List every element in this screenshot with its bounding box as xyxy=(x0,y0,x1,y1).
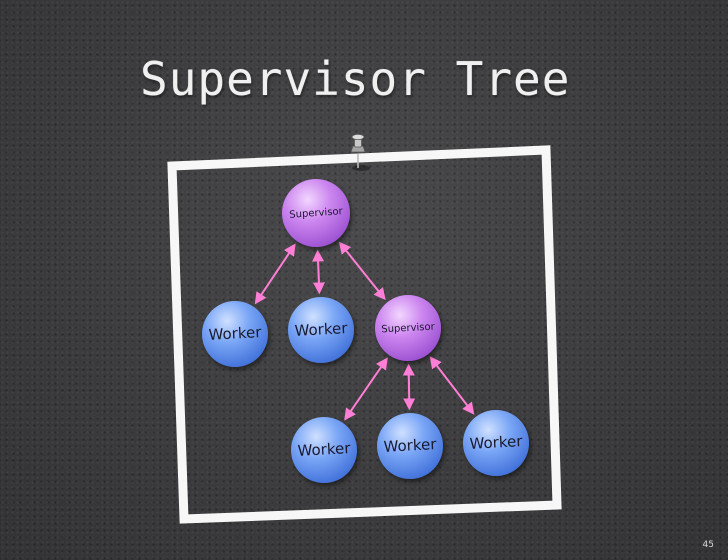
node-worker-mid[interactable]: Worker xyxy=(288,297,354,363)
node-circle xyxy=(288,297,354,363)
page-number: 45 xyxy=(702,540,714,550)
node-worker-bottom-3[interactable]: Worker xyxy=(463,410,529,476)
edge-arrow-root-worker_left xyxy=(254,243,296,305)
node-label: Supervisor xyxy=(289,206,344,221)
node-label: Worker xyxy=(383,435,438,456)
slide-title: Supervisor Tree xyxy=(140,52,571,106)
edge-arrow-root-sub_supervisor xyxy=(338,241,386,301)
node-label: Worker xyxy=(297,439,352,460)
node-worker-left[interactable]: Worker xyxy=(202,301,268,367)
photo-frame xyxy=(167,145,562,524)
node-label: Supervisor xyxy=(381,322,436,336)
node-label: Worker xyxy=(469,432,524,453)
edge-arrow-sub_supervisor-worker_bottom_2 xyxy=(402,363,416,411)
node-label: Worker xyxy=(208,323,263,344)
node-circle xyxy=(282,179,350,247)
node-circle xyxy=(463,410,529,476)
edge-arrow-sub_supervisor-worker_bottom_1 xyxy=(344,357,388,421)
edge-arrow-root-worker_mid xyxy=(312,249,325,295)
node-sub-supervisor[interactable]: Supervisor xyxy=(375,295,441,361)
node-circle xyxy=(377,413,443,479)
edges-layer xyxy=(254,241,475,421)
node-label: Worker xyxy=(294,319,349,340)
nodes-layer: Supervisor Worker Worker Supervisor Work… xyxy=(202,179,529,483)
node-worker-bottom-2[interactable]: Worker xyxy=(377,413,443,479)
node-worker-bottom-1[interactable]: Worker xyxy=(291,417,357,483)
push-pin-icon xyxy=(350,133,370,171)
edge-arrow-sub_supervisor-worker_bottom_3 xyxy=(429,356,475,415)
node-root-supervisor[interactable]: Supervisor xyxy=(282,179,350,247)
node-circle xyxy=(202,301,268,367)
node-circle xyxy=(291,417,357,483)
node-circle xyxy=(375,295,441,361)
